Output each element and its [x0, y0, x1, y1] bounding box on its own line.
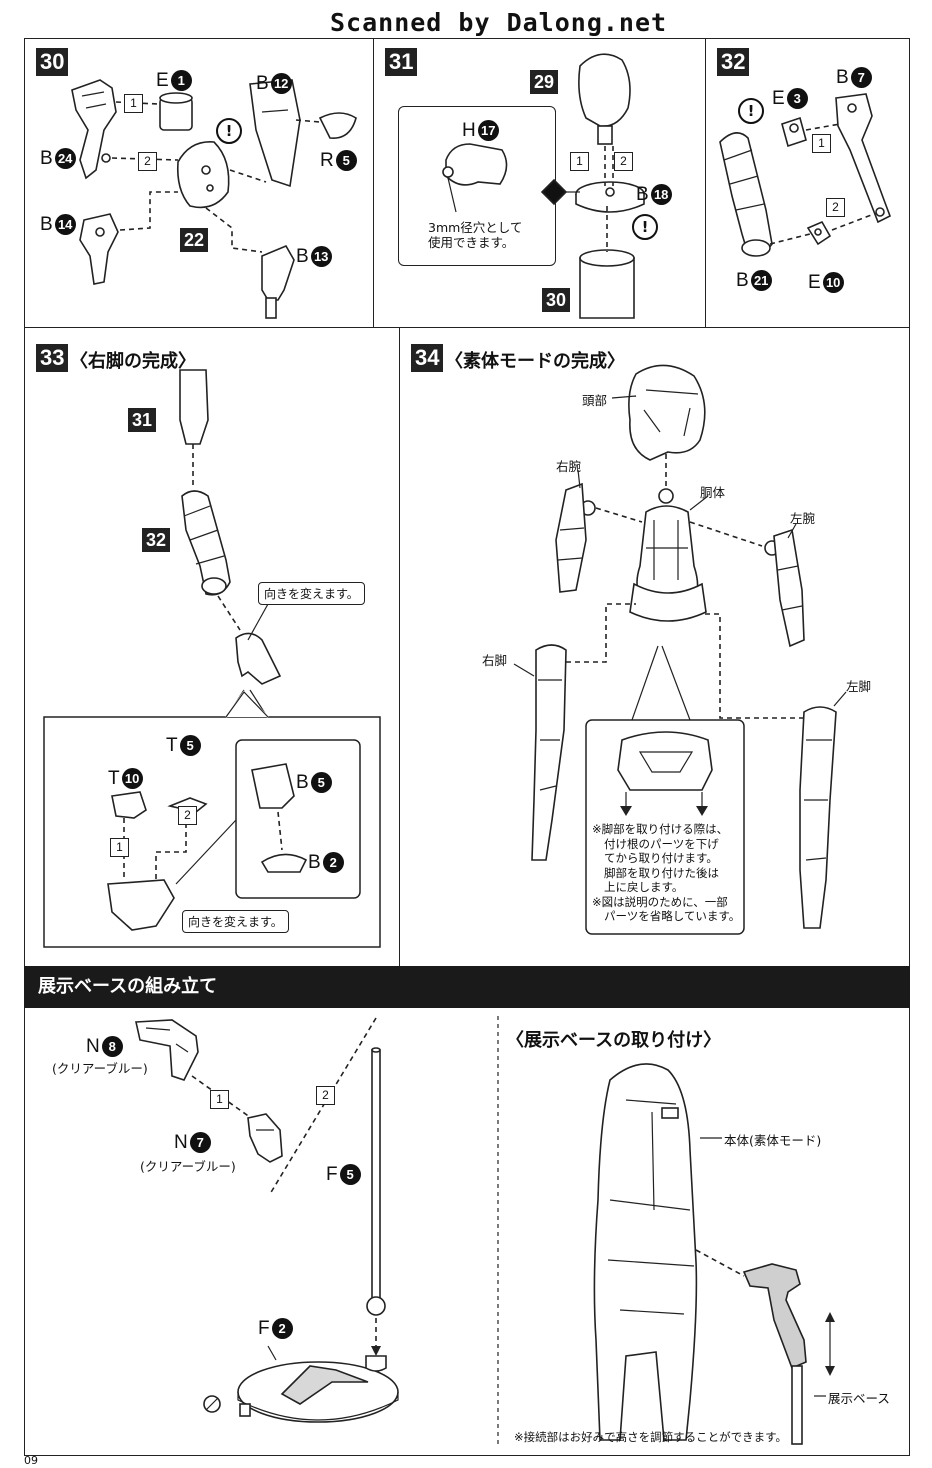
- label-head: 頭部: [582, 393, 608, 408]
- order-1-badge: 1: [210, 1090, 229, 1109]
- label-torso: 胴体: [700, 485, 726, 500]
- ref-22-badge: 22: [180, 228, 209, 252]
- ref-30-badge: 30: [542, 288, 571, 312]
- step-33-title: 〈右脚の完成〉: [70, 351, 196, 372]
- leg-attach-note: ※脚部を取り付ける際は、 付け根のパーツを下げ てから取り付けます。 脚部を取り…: [592, 822, 741, 923]
- step-32-number: 32: [717, 48, 750, 76]
- scanner-header: Scanned by Dalong.net: [330, 8, 668, 37]
- caution-icon: !: [216, 118, 242, 144]
- order-1-badge: 1: [110, 838, 129, 857]
- step-34-number: 34: [411, 344, 444, 372]
- label-body: 本体(素体モード): [724, 1133, 822, 1148]
- step-34-title: 〈素体モードの完成〉: [445, 351, 625, 372]
- ref-29-badge: 29: [530, 70, 559, 94]
- rotate-callout: 向きを変えます。: [258, 582, 365, 605]
- step-33-number: 33: [36, 344, 69, 372]
- base-assembly-header: 展示ベースの組み立て: [24, 966, 910, 1008]
- order-2-badge: 2: [614, 152, 633, 171]
- caution-icon: !: [632, 214, 658, 240]
- step-30-number: 30: [36, 48, 69, 76]
- n7-color: (クリアーブルー): [140, 1159, 236, 1174]
- step-31-number: 31: [385, 48, 418, 76]
- label-right-arm: 右腕: [556, 459, 582, 474]
- base-panel: [24, 1008, 910, 1456]
- order-2-badge: 2: [178, 806, 197, 825]
- label-right-leg: 右脚: [482, 653, 508, 668]
- order-2-badge: 2: [316, 1086, 335, 1105]
- base-attach-title: 〈展示ベースの取り付け〉: [506, 1030, 722, 1051]
- page-number: 09: [24, 1454, 38, 1467]
- height-note: ※接続部はお好みで高さを調節することができます。: [514, 1430, 787, 1444]
- caution-icon: !: [738, 98, 764, 124]
- order-2-badge: 2: [138, 152, 157, 171]
- ref-31-badge: 31: [128, 408, 157, 432]
- inset-note: 3mm径穴として 使用できます。: [428, 220, 523, 250]
- order-1-badge: 1: [812, 134, 831, 153]
- order-1-badge: 1: [124, 94, 143, 113]
- label-left-arm: 左腕: [790, 511, 816, 526]
- rotate-callout-2: 向きを変えます。: [182, 910, 289, 933]
- ref-32-badge: 32: [142, 528, 171, 552]
- order-1-badge: 1: [570, 152, 589, 171]
- order-2-badge: 2: [826, 198, 845, 217]
- n8-color: (クリアーブルー): [52, 1061, 148, 1076]
- step-32-panel: [705, 38, 910, 328]
- label-display-base: 展示ベース: [828, 1391, 890, 1406]
- label-left-leg: 左脚: [846, 679, 872, 694]
